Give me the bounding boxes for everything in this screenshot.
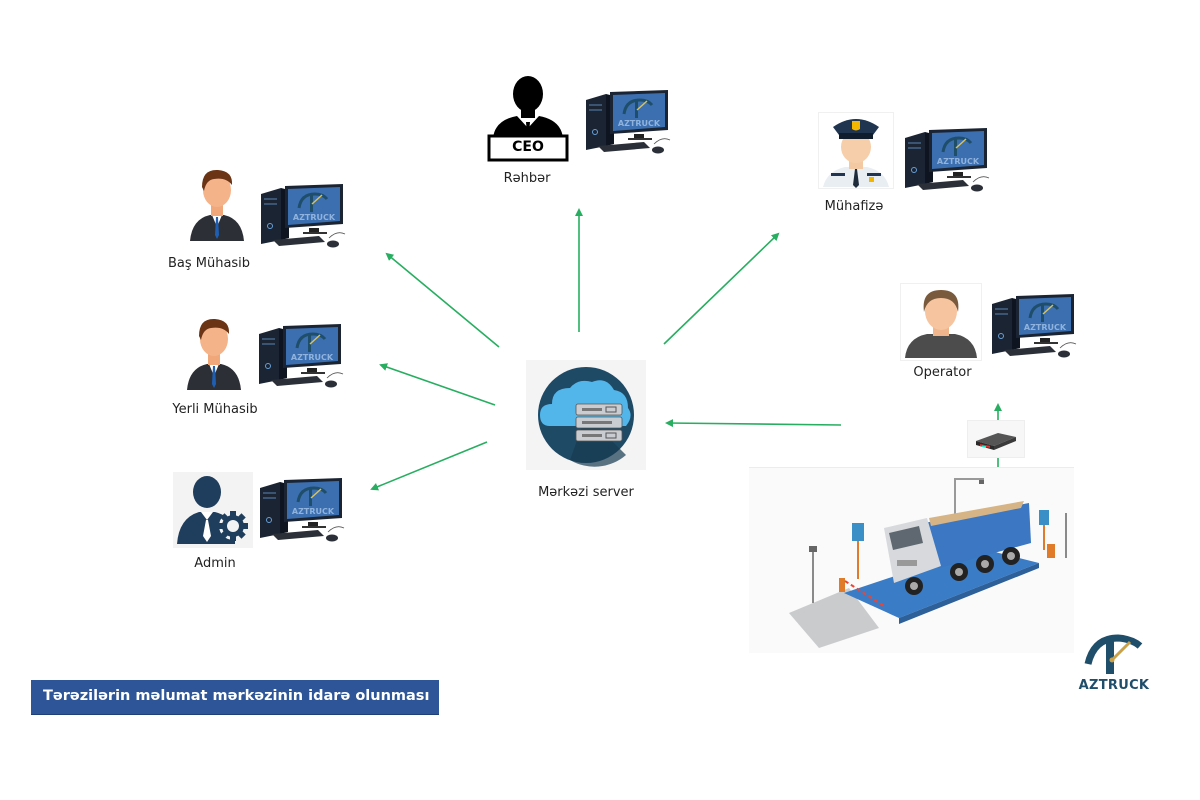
arrow-server-to-guard: [663, 232, 780, 345]
arrow-server-to-chief-accountant: [385, 252, 500, 348]
truck-weighbridge-icon: [789, 478, 1067, 648]
diagram-caption-bar: Tərəzilərin məlumat mərkəzinin idarə olu…: [31, 680, 439, 715]
central-server-box: [526, 360, 646, 470]
diagram-caption: Tərəzilərin məlumat mərkəzinin idarə olu…: [43, 688, 430, 704]
svg-text:AZTRUCK: AZTRUCK: [291, 353, 334, 362]
node-label-operator: Operator: [913, 365, 972, 380]
svg-text:AZTRUCK: AZTRUCK: [292, 507, 335, 516]
computer-icon: AZTRUCK: [990, 292, 1080, 368]
local-accountant-avatar: [185, 314, 243, 392]
node-label-server: Mərkəzi server: [538, 485, 634, 500]
businessman-icon: [190, 169, 244, 241]
chief-accountant-avatar: [188, 165, 246, 243]
node-label-ceo: Rəhbər: [503, 171, 551, 186]
businessman-icon: [187, 318, 241, 390]
svg-text:AZTRUCK: AZTRUCK: [618, 119, 661, 128]
arrow-truck-to-server: [665, 419, 842, 428]
svg-text:AZTRUCK: AZTRUCK: [937, 157, 980, 166]
truck-weighbridge-image: [749, 467, 1074, 653]
node-label-admin: Admin: [194, 556, 236, 571]
computer-icon: AZTRUCK: [257, 322, 347, 398]
operator-avatar: [900, 283, 982, 361]
arrow-server-to-admin: [370, 441, 488, 491]
ceo-badge: CEO: [512, 139, 544, 155]
cloud-server-icon: [538, 367, 634, 467]
weight-indicator-box: [967, 420, 1025, 458]
ceo-icon: [487, 76, 569, 162]
computer-icon: AZTRUCK: [584, 88, 674, 164]
guard-avatar: [818, 112, 894, 189]
ceo-avatar: CEO: [487, 72, 569, 162]
svg-text:AZTRUCK: AZTRUCK: [293, 213, 336, 222]
aztruck-logo-icon: [1084, 634, 1143, 674]
admin-gear-icon: [177, 476, 248, 544]
police-officer-icon: [823, 119, 889, 188]
computer-icon: AZTRUCK: [903, 126, 993, 202]
node-label-chief-accountant: Baş Mühasib: [167, 256, 251, 271]
admin-avatar: [173, 472, 253, 548]
weight-indicator-icon: [976, 433, 1016, 450]
svg-text:AZTRUCK: AZTRUCK: [1024, 323, 1067, 332]
computer-icon: AZTRUCK: [259, 182, 349, 258]
node-label-guard: Mühafizə: [824, 199, 884, 214]
user-icon: [905, 290, 977, 358]
computer-icon: AZTRUCK: [258, 476, 348, 552]
arrow-server-to-local-accountant: [379, 363, 496, 406]
aztruck-logo-text: AZTRUCK: [1078, 678, 1150, 693]
aztruck-logo: AZTRUCK: [1074, 632, 1154, 698]
node-label-local-accountant: Yerli Mühasib: [172, 402, 258, 417]
